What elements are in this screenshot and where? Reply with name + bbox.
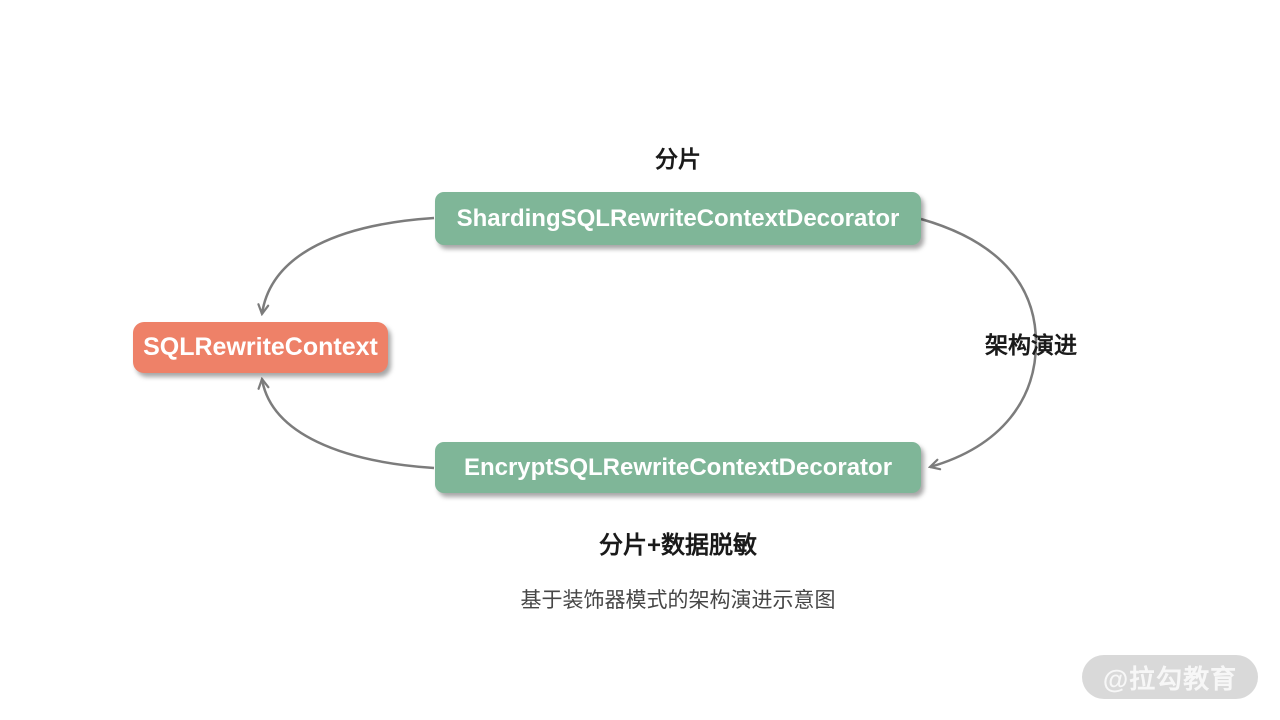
label-architecture-evolution: 架构演进	[985, 332, 1077, 358]
node-sharding-decorator: ShardingSQLRewriteContextDecorator	[435, 192, 921, 245]
diagram-caption: 基于装饰器模式的架构演进示意图	[520, 589, 836, 612]
watermark-text: @拉勾教育	[1102, 663, 1238, 694]
node-sql-rewrite-context: SQLRewriteContext	[133, 322, 388, 373]
arrow-sharding-to-encrypt	[920, 217, 1038, 467]
arrow-encrypt-to-context	[262, 379, 435, 470]
label-sharding-plus-masking: 分片+数据脱敏	[598, 532, 757, 559]
label-sharding: 分片	[655, 146, 701, 172]
node-encrypt-decorator: EncryptSQLRewriteContextDecorator	[435, 442, 921, 493]
arrow-sharding-to-context	[262, 216, 435, 314]
watermark-badge: @拉勾教育	[1082, 655, 1258, 699]
